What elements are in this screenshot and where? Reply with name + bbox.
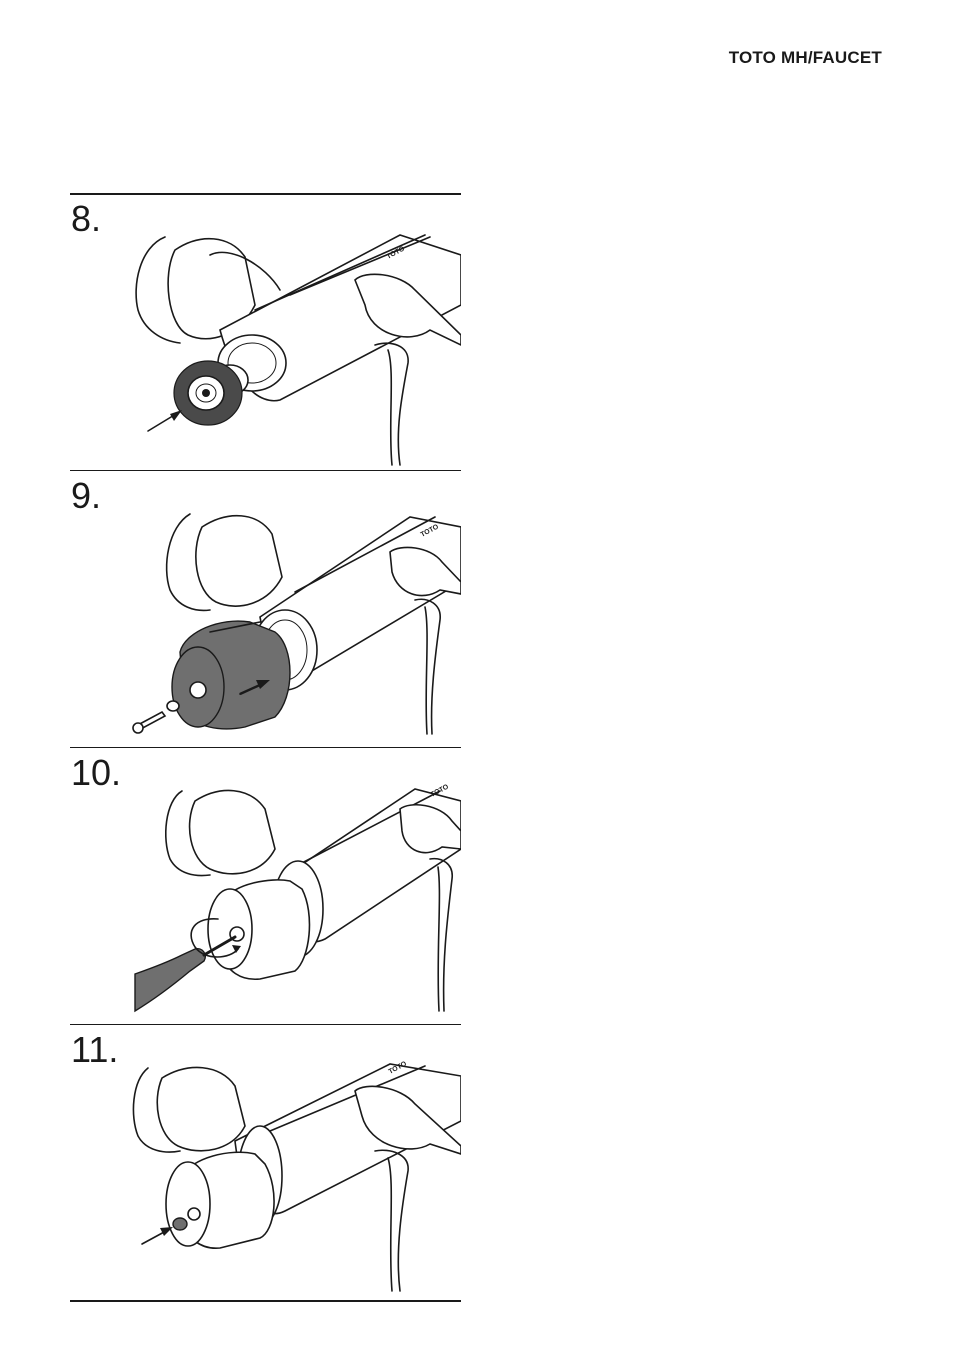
step-10: 10. TOTO xyxy=(70,749,461,1025)
step-8: 8. TOTO xyxy=(70,195,461,471)
section-divider xyxy=(70,1300,461,1302)
step-9: 9. TOTO xyxy=(70,472,461,748)
illustration-remove-ring: TOTO xyxy=(70,195,461,471)
illustration-tighten-screw: TOTO xyxy=(70,749,461,1025)
document-header: TOTO MH/FAUCET xyxy=(729,48,882,68)
illustration-fit-handle: TOTO xyxy=(70,472,461,748)
step-11: 11. TOTO xyxy=(70,1026,461,1300)
illustration-insert-cap: TOTO xyxy=(70,1026,461,1300)
